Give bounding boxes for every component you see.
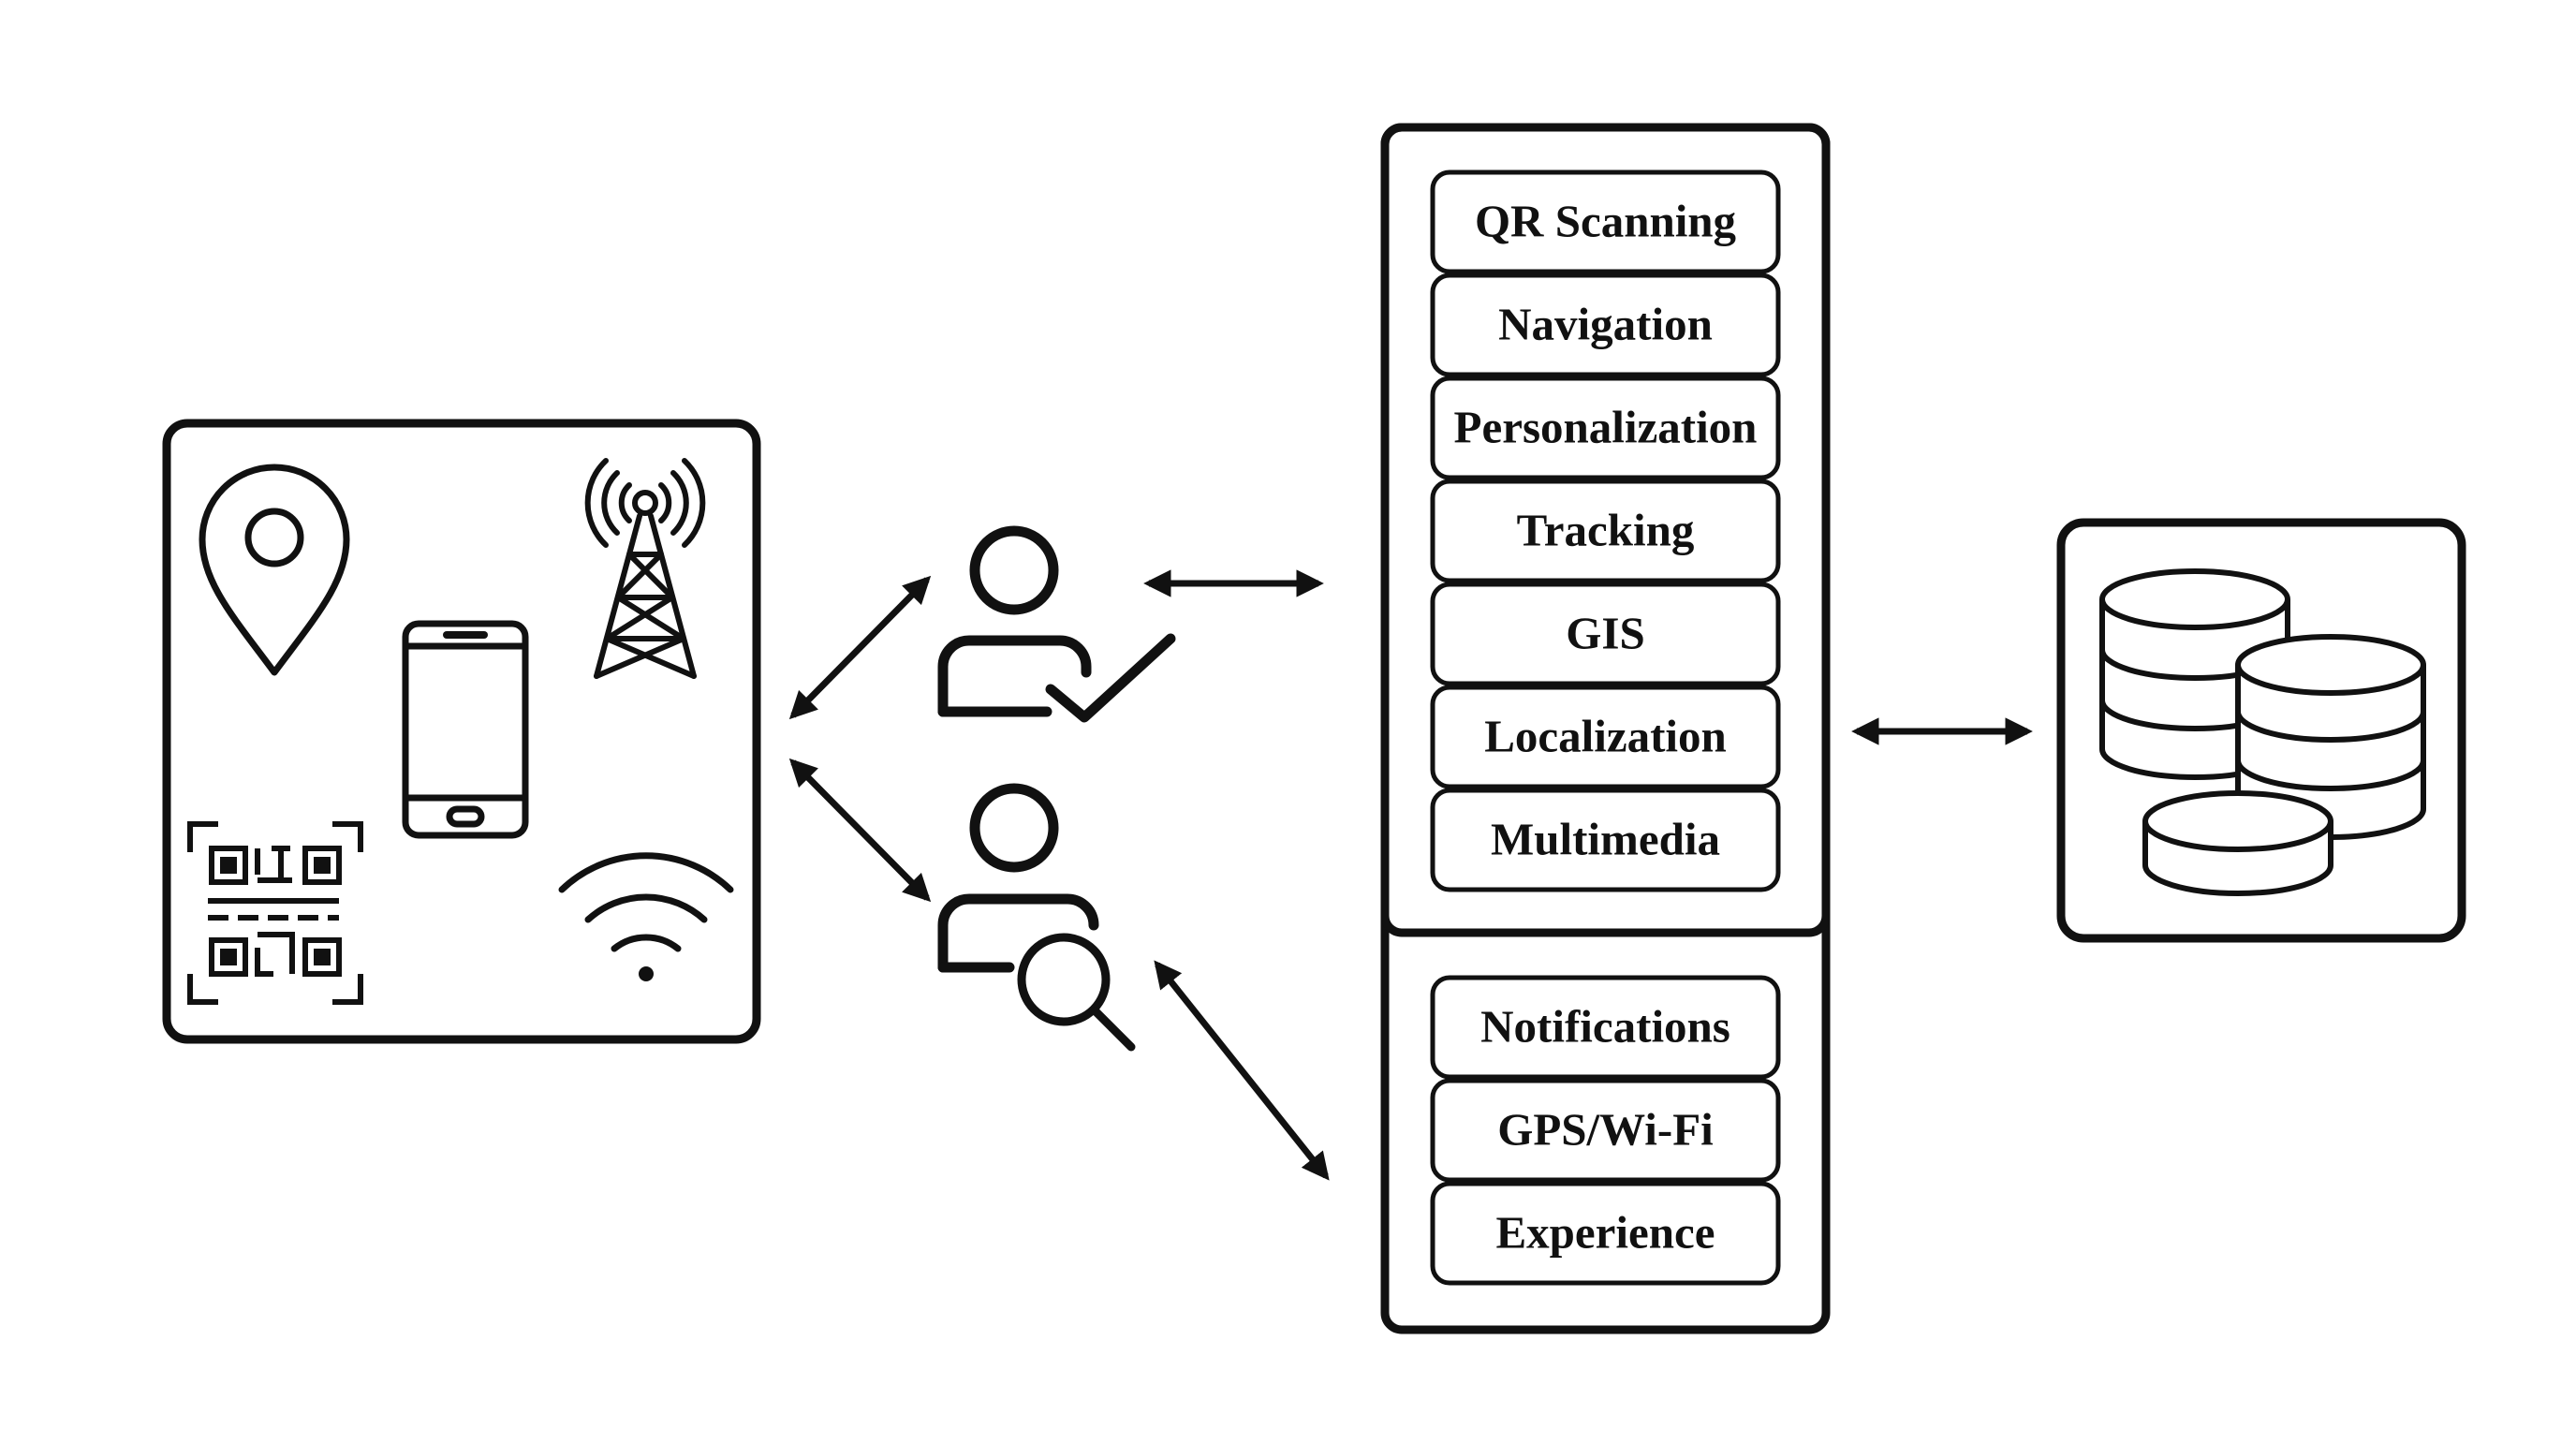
module-item: Notifications — [1430, 975, 1781, 1080]
module-label: GIS — [1566, 607, 1644, 658]
user-check-icon — [937, 525, 1176, 723]
module-box — [1430, 788, 1781, 892]
wifi-icon — [558, 852, 734, 981]
module-label: Tracking — [1517, 504, 1695, 555]
modules-container: QR ScanningNavigationPersonalizationTrac… — [1380, 123, 1831, 1334]
module-item: Localization — [1430, 685, 1781, 789]
location-pin-icon — [199, 464, 350, 676]
module-box — [1430, 376, 1781, 480]
cell-tower-icon — [584, 458, 706, 679]
module-box — [1430, 685, 1781, 789]
device-panel — [162, 419, 761, 1044]
module-label: Notifications — [1480, 1000, 1730, 1052]
arrow-device-to-user-search — [788, 758, 932, 903]
module-label: Experience — [1495, 1206, 1715, 1258]
module-item: GPS/Wi-Fi — [1430, 1078, 1781, 1183]
module-box — [1430, 479, 1781, 583]
database-panel — [2056, 518, 2466, 943]
module-label: Navigation — [1498, 298, 1713, 349]
module-label: GPS/Wi-Fi — [1497, 1103, 1714, 1155]
module-box — [1430, 273, 1781, 377]
module-item: Tracking — [1430, 479, 1781, 583]
module-label: Localization — [1484, 710, 1727, 761]
module-box — [1430, 975, 1781, 1080]
module-label: QR Scanning — [1475, 195, 1737, 246]
module-label: Personalization — [1454, 401, 1758, 452]
module-box — [1430, 1181, 1781, 1286]
module-label: Multimedia — [1491, 813, 1720, 864]
module-item: Personalization — [1430, 376, 1781, 480]
arrows — [788, 569, 2033, 1181]
arrow-device-to-user-check — [788, 575, 932, 720]
module-box — [1430, 582, 1781, 686]
qr-code-icon — [187, 821, 363, 1005]
module-item: Multimedia — [1430, 788, 1781, 892]
arrow-user-search-to-lower-modules — [1154, 960, 1330, 1181]
module-item: GIS — [1430, 582, 1781, 686]
module-box — [1430, 169, 1781, 274]
user-search-icon — [937, 783, 1136, 1052]
module-box — [1430, 1078, 1781, 1183]
module-item: Navigation — [1430, 273, 1781, 377]
module-item: QR Scanning — [1430, 169, 1781, 274]
database-stack-icon — [2099, 568, 2426, 896]
module-item: Experience — [1430, 1181, 1781, 1286]
upper-modules-group: QR ScanningNavigationPersonalizationTrac… — [1430, 169, 1781, 892]
smartphone-icon — [402, 620, 529, 839]
